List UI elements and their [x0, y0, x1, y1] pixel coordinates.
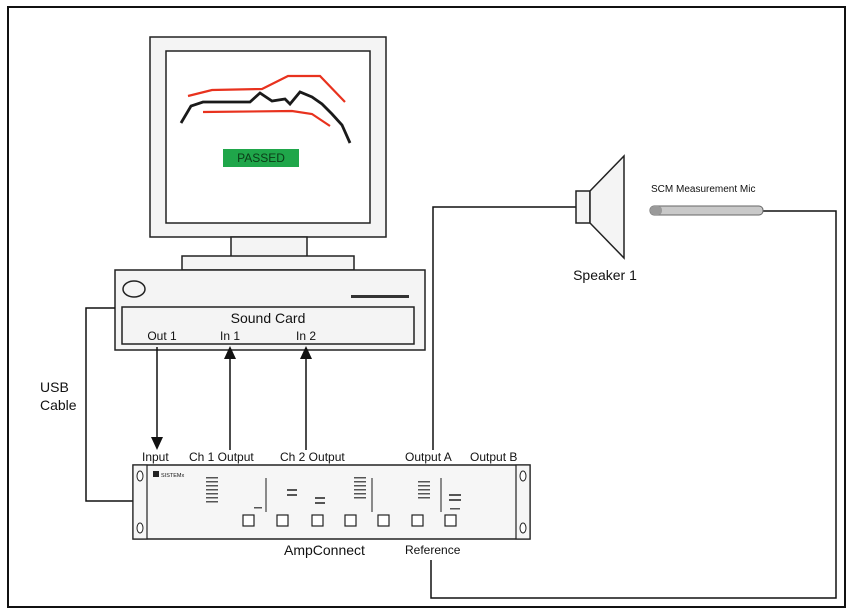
power-button [122, 280, 146, 298]
amp-panel-button[interactable] [377, 514, 390, 527]
led-meter [418, 497, 430, 499]
upper-limit-line [187, 74, 346, 103]
arrowhead-input [151, 437, 163, 450]
led-meter [354, 489, 366, 491]
led-meter [418, 485, 430, 487]
arrowhead-in2 [300, 346, 312, 359]
amp-panel-button[interactable] [344, 514, 357, 527]
amp-panel-button[interactable] [242, 514, 255, 527]
led-meter [354, 481, 366, 483]
amp-input-label: Input [142, 450, 169, 464]
amp-panel-button[interactable] [311, 514, 324, 527]
led-meter [206, 477, 218, 479]
monitor-screen [165, 50, 371, 224]
usb-label-line1: USB [40, 379, 69, 395]
mic-to-reference-cable [430, 210, 837, 599]
led-meter [206, 497, 218, 499]
diagram-frame [7, 6, 846, 608]
lower-limit-line [202, 109, 331, 127]
led-meter [315, 502, 325, 504]
port-out1-label: Out 1 [147, 329, 177, 343]
amp-panel-button[interactable] [276, 514, 289, 527]
led-meter [354, 485, 366, 487]
measurement-mic: SCM Measurement Mic [649, 184, 764, 216]
led-meter [206, 481, 218, 483]
speaker-label: Speaker 1 [573, 267, 637, 283]
sound-card-panel [121, 306, 415, 345]
amp-ch2-output-label: Ch 2 Output [280, 450, 345, 464]
amp-panel-button[interactable] [411, 514, 424, 527]
led-meter [418, 493, 430, 495]
amp-ch1-output-label: Ch 1 Output [189, 450, 254, 464]
rack-screw-bl [136, 522, 144, 534]
amp-chassis [132, 464, 531, 540]
amp-panel-button[interactable] [444, 514, 457, 527]
arrowhead-in1 [224, 346, 236, 359]
rack-screw-tl [136, 470, 144, 482]
panel-dividers [265, 478, 442, 512]
usb-cable [85, 307, 135, 502]
monitor-neck [230, 236, 308, 258]
led-meter [450, 508, 460, 510]
led-meters [206, 477, 461, 510]
amp-output-a-label: Output A [405, 450, 452, 464]
led-meter [449, 494, 461, 496]
arrowheads [151, 346, 312, 450]
status-text: PASSED [237, 151, 285, 165]
amp-brand: SISTEMx [161, 473, 184, 479]
led-meter [206, 489, 218, 491]
speaker: Speaker 1 [573, 154, 637, 283]
port-in2-label: In 2 [296, 329, 316, 343]
led-meter [287, 494, 297, 496]
mic-label: SCM Measurement Mic [651, 184, 755, 195]
led-meter [354, 497, 366, 499]
led-meter [354, 477, 366, 479]
speaker-magnet [575, 190, 591, 224]
measurement-trace [179, 90, 352, 144]
usb-label-line2: Cable [40, 397, 77, 413]
led-meter [315, 497, 325, 499]
status-box [223, 149, 299, 167]
led-meter [418, 489, 430, 491]
connections [85, 206, 837, 599]
led-meter [287, 489, 297, 491]
amp-left-ear [132, 464, 148, 540]
mic-tip [650, 206, 662, 215]
amp-name-label: AmpConnect [284, 542, 365, 558]
amp-reference-label: Reference [405, 543, 461, 557]
rack-screw-br [519, 522, 527, 534]
drive-slot [351, 295, 409, 298]
led-meter [206, 501, 218, 503]
led-meter [206, 485, 218, 487]
output-a-to-speaker-cable [432, 206, 576, 450]
port-in1-label: In 1 [220, 329, 240, 343]
led-meter [254, 507, 262, 509]
mic-body [649, 205, 764, 216]
led-meter [354, 493, 366, 495]
led-meter [206, 493, 218, 495]
amp-output-b-label: Output B [470, 450, 517, 464]
monitor: PASSED [149, 36, 387, 271]
brand-logo-mark [153, 471, 159, 477]
computer: Sound Card Out 1 In 1 In 2 [114, 269, 426, 351]
led-meter [418, 481, 430, 483]
speaker-cone [589, 154, 625, 260]
sound-card-label: Sound Card [231, 310, 306, 326]
amp-buttons [242, 514, 457, 527]
amp-right-ear [515, 464, 531, 540]
monitor-base [181, 255, 355, 271]
ampconnect-unit: SISTEMx [132, 464, 531, 540]
rack-screw-tr [519, 470, 527, 482]
led-meter [449, 499, 461, 501]
